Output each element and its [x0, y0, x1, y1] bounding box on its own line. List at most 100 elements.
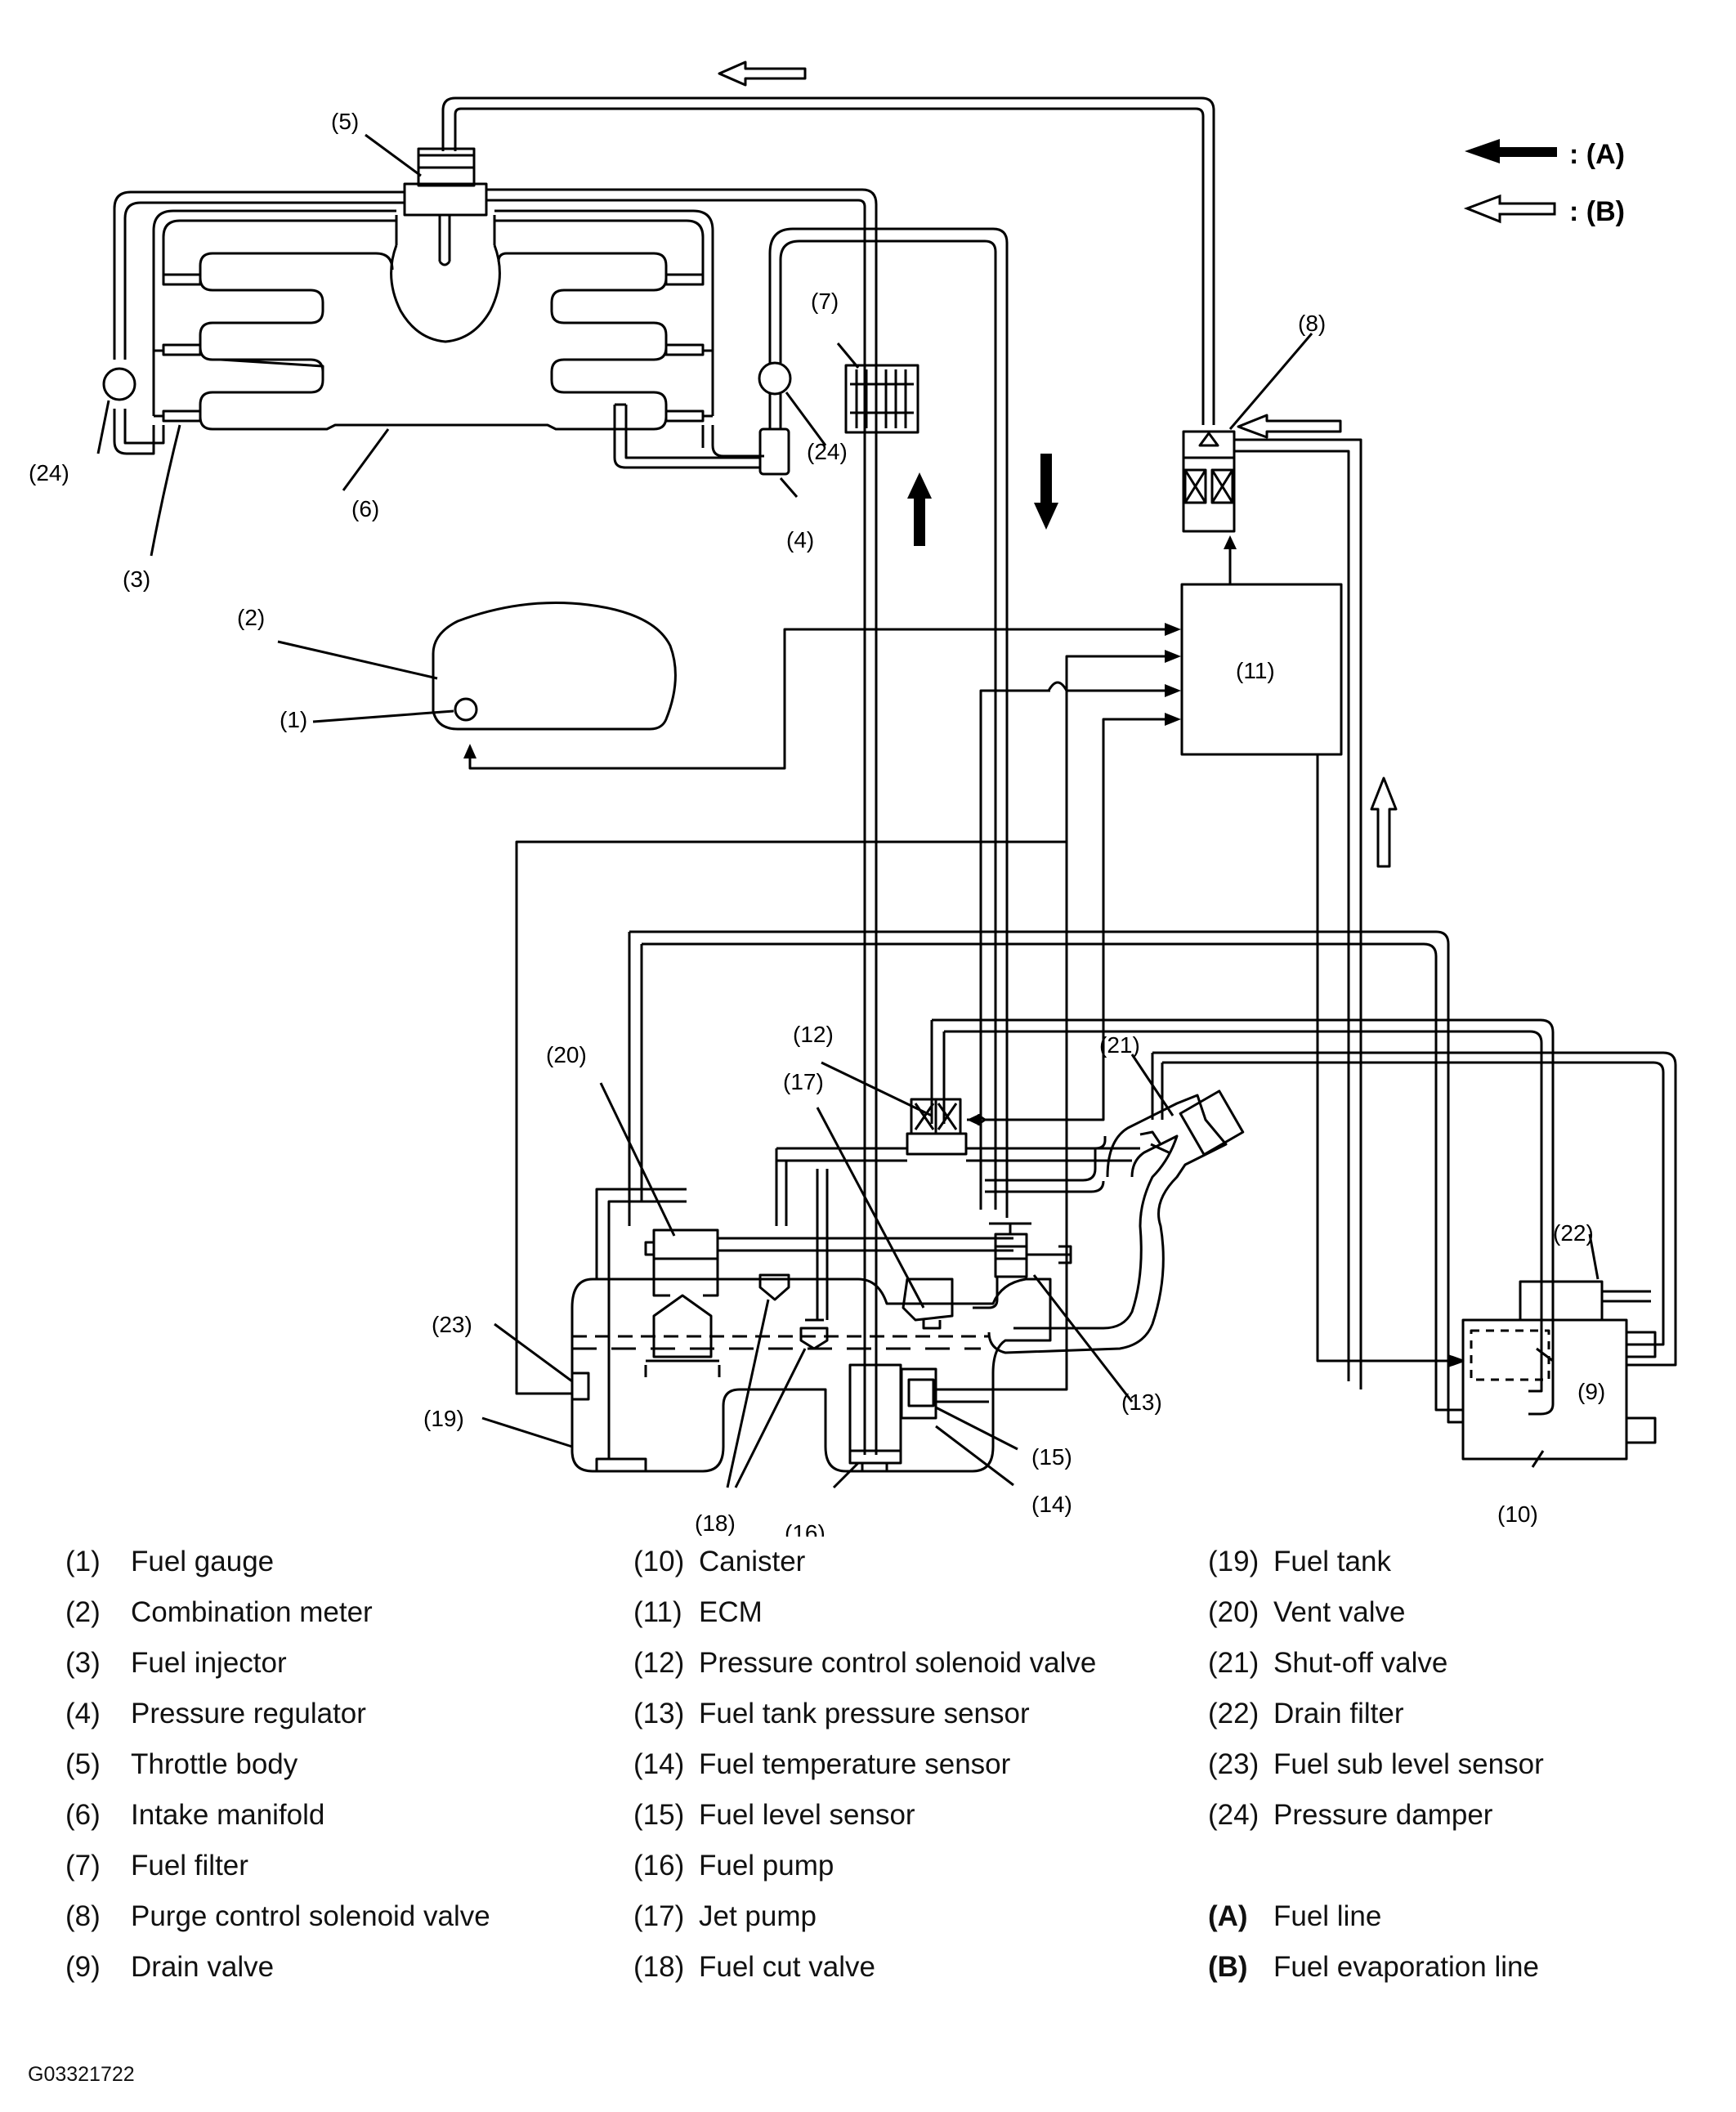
vent-valve	[652, 1228, 719, 1260]
legend-item: (6)Intake manifold	[65, 1790, 490, 1841]
fuel-system-diagram: (5) (24) (3) (6) (24) (4) (7) (8) (2) (1…	[29, 60, 1677, 1537]
legend-number: (7)	[65, 1850, 101, 1882]
fuel-filter	[844, 364, 919, 434]
fuel-sub-level-sensor	[570, 1371, 590, 1401]
diagram-canvas: (5) (24) (3) (6) (24) (4) (7) (8) (2) (1…	[29, 60, 1677, 1537]
callout-4: (4)	[786, 527, 814, 553]
legend-number: (9)	[65, 1951, 101, 1983]
legend-number: (2)	[65, 1596, 101, 1628]
callout-21: (21)	[1099, 1032, 1140, 1058]
legend-label: Pressure control solenoid valve	[699, 1647, 1097, 1679]
legend-label: Fuel tank pressure sensor	[699, 1698, 1030, 1729]
throttle-body	[403, 182, 488, 217]
legend-item: (22) Drain filter	[1208, 1689, 1544, 1739]
legend-item: (B)Fuel evaporation line	[1208, 1942, 1544, 1993]
legend-item: (12) Pressure control solenoid valve	[633, 1638, 1096, 1689]
legend-number: (17)	[633, 1900, 685, 1932]
callout-11: (11)	[1236, 658, 1275, 683]
legend-number: (15)	[633, 1799, 685, 1831]
legend-label: Fuel level sensor	[699, 1799, 915, 1831]
legend-label: Pressure damper	[1273, 1799, 1493, 1831]
legend-item: (14)Fuel temperature sensor	[633, 1739, 1096, 1790]
legend-label: Fuel evaporation line	[1273, 1951, 1539, 1983]
legend-label: Fuel pump	[699, 1850, 834, 1882]
callout-22: (22)	[1553, 1220, 1594, 1246]
callout-1: (1)	[280, 707, 307, 732]
legend-number: (19)	[1208, 1546, 1259, 1577]
legend-label: Fuel tank	[1273, 1546, 1391, 1577]
legend-item: (15) Fuel level sensor	[633, 1790, 1096, 1841]
legend-column-3: (19)Fuel tank (20)Vent valve (21)Shut-of…	[1208, 1537, 1544, 1993]
legend-label: Vent valve	[1273, 1596, 1406, 1628]
jet-pump	[902, 1277, 954, 1322]
combination-meter	[432, 602, 677, 731]
intake-manifold	[390, 244, 501, 343]
legend-column-1: (1)Fuel gauge (2)Combination meter (3)Fu…	[65, 1537, 490, 1993]
legend-label: Fuel line	[1273, 1900, 1382, 1932]
pressure-damper-left	[102, 367, 136, 401]
callout-10: (10)	[1497, 1501, 1538, 1527]
legend-number: (8)	[65, 1900, 101, 1932]
callout-8: (8)	[1298, 311, 1326, 336]
legend-item: (24) Pressure damper	[1208, 1790, 1544, 1841]
legend-number: (13)	[633, 1698, 685, 1729]
figure-code: G03321722	[28, 2063, 135, 2086]
fuel-cut-valve-2	[799, 1318, 829, 1350]
legend-number: (20)	[1208, 1596, 1259, 1628]
legend-item: (16)Fuel pump	[633, 1841, 1096, 1891]
fuel-direction-arrow-down	[1034, 454, 1058, 530]
legend-number: (6)	[65, 1799, 101, 1831]
legend-number: (3)	[65, 1647, 101, 1679]
legend-label: Jet pump	[699, 1900, 817, 1932]
legend-item: (20) Vent valve	[1208, 1587, 1544, 1638]
legend-label: Drain filter	[1273, 1698, 1404, 1729]
legend-item: (23)Fuel sub level sensor	[1208, 1739, 1544, 1790]
legend-number: (1)	[65, 1546, 101, 1577]
fuel-level-sensor	[907, 1378, 935, 1407]
legend-label: Drain valve	[131, 1951, 275, 1983]
legend-number: (5)	[65, 1748, 101, 1780]
legend-label: ECM	[699, 1596, 763, 1628]
legend-column-2: (10)Canister (11) ECM (12) Pressure contro…	[633, 1537, 1096, 1993]
left-fuel-rail	[152, 209, 396, 418]
right-fuel-rail	[494, 209, 714, 418]
callout-19: (19)	[423, 1406, 464, 1431]
legend-number: (18)	[633, 1951, 685, 1983]
evap-direction-arrow-purge	[1237, 414, 1342, 439]
legend-label: Fuel sub level sensor	[1273, 1748, 1544, 1780]
callout-2: (2)	[237, 605, 265, 630]
legend-number: (12)	[633, 1647, 685, 1679]
callout-16: (16)	[785, 1520, 825, 1537]
ecm	[1180, 583, 1343, 756]
legend: (1)Fuel gauge (2)Combination meter (3)Fu…	[0, 1537, 1736, 2043]
legend-item: (8)Purge control solenoid valve	[65, 1891, 490, 1942]
drain-filter	[1519, 1280, 1604, 1322]
callout-15: (15)	[1031, 1444, 1072, 1470]
fuel-tank-pressure-sensor	[994, 1233, 1028, 1278]
key-label-a: : (A)	[1569, 139, 1625, 170]
legend-number: (22)	[1208, 1698, 1259, 1729]
callout-6: (6)	[351, 496, 379, 521]
evap-direction-arrow-top	[718, 60, 807, 87]
callout-17: (17)	[783, 1069, 824, 1094]
fuel-gauge	[454, 697, 478, 722]
legend-number: (10)	[633, 1546, 685, 1577]
legend-number: (24)	[1208, 1799, 1259, 1831]
legend-label: Pressure regulator	[131, 1698, 366, 1729]
legend-label: Fuel filter	[131, 1850, 248, 1882]
fuel-cut-valve-1	[758, 1273, 790, 1301]
callout-12: (12)	[793, 1022, 834, 1047]
legend-item: (10)Canister	[633, 1537, 1096, 1587]
legend-number: (11)	[633, 1596, 682, 1628]
legend-label: Throttle body	[131, 1748, 298, 1780]
top-return-line	[441, 96, 1215, 425]
callout-13: (13)	[1121, 1389, 1162, 1415]
legend-item: (A)Fuel line	[1208, 1891, 1544, 1942]
filler-neck-shutoff-valve	[987, 1094, 1228, 1354]
evap-line-key-arrow	[1463, 194, 1556, 224]
legend-item: (19) Fuel tank	[1208, 1537, 1544, 1587]
legend-item: (18)Fuel cut valve	[633, 1942, 1096, 1993]
legend-item: (7) Fuel filter	[65, 1841, 490, 1891]
purge-control-solenoid-valve	[1182, 430, 1236, 533]
legend-item: (5) Throttle body	[65, 1739, 490, 1790]
